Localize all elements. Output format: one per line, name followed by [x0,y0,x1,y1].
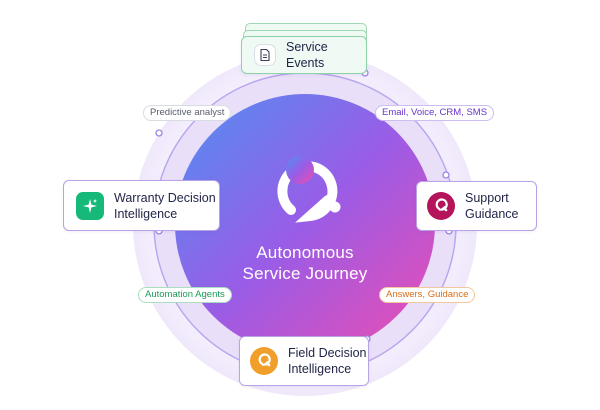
field-label-line1: Field Decision [288,346,367,360]
pin-logo-icon [250,347,278,375]
automation-pill: Automation Agents [138,287,232,303]
track-dot [442,171,450,179]
field-card[interactable]: Field Decision Intelligence [239,336,369,386]
document-icon [254,44,276,66]
service-events-label: Service Events [286,40,328,70]
support-label-line2: Guidance [465,207,519,221]
warranty-card[interactable]: Warranty Decision Intelligence [63,180,220,231]
center-title-line2: Service Journey [242,264,368,283]
predictive-pill: Predictive analyst [143,105,232,121]
center-logo-icon [277,156,341,223]
center-title-line1: Autonomous [256,243,354,262]
track-dot [155,129,163,137]
support-card[interactable]: Support Guidance [416,181,537,231]
field-label-line2: Intelligence [288,362,352,376]
support-label-line1: Support [465,191,509,205]
core-circle [175,94,435,354]
channels-pill: Email, Voice, CRM, SMS [375,105,495,121]
warranty-label-line1: Warranty Decision [114,190,216,205]
pin-logo-icon [427,192,455,220]
service-events-card[interactable]: Service Events [241,36,367,74]
answers-pill: Answers, Guidance [379,287,476,303]
warranty-label-line2: Intelligence [114,206,178,221]
sparkle-icon [76,191,104,220]
